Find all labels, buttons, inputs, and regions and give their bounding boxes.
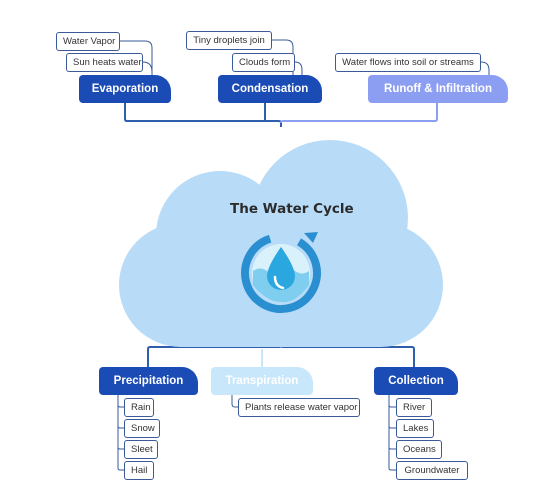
connector-flows-into-soil bbox=[480, 61, 490, 75]
detail-tiny-droplets-join[interactable]: Tiny droplets join bbox=[186, 31, 272, 50]
detail-river[interactable]: River bbox=[396, 398, 432, 417]
detail-clouds-form[interactable]: Clouds form bbox=[232, 53, 295, 72]
connector-water-vapor bbox=[120, 40, 153, 72]
topic-evaporation[interactable]: Evaporation bbox=[79, 75, 171, 103]
connector-runoff bbox=[280, 101, 438, 124]
topic-collection[interactable]: Collection bbox=[374, 367, 458, 395]
cloud-shape bbox=[119, 140, 443, 347]
connector-sun-heats-water bbox=[142, 61, 153, 75]
topic-condensation[interactable]: Condensation bbox=[218, 75, 322, 103]
detail-hail[interactable]: Hail bbox=[124, 461, 154, 480]
connector-plants bbox=[231, 394, 238, 408]
diagram-title: The Water Cycle bbox=[230, 201, 354, 217]
detail-plants-release-water-vapor[interactable]: Plants release water vapor bbox=[238, 398, 360, 417]
detail-water-flows-into-soil[interactable]: Water flows into soil or streams bbox=[335, 53, 481, 72]
detail-oceans[interactable]: Oceans bbox=[396, 440, 442, 459]
topic-runoff-infiltration[interactable]: Runoff & Infiltration bbox=[368, 75, 508, 103]
detail-sleet[interactable]: Sleet bbox=[124, 440, 158, 459]
detail-rain[interactable]: Rain bbox=[124, 398, 154, 417]
connector-evaporation bbox=[124, 101, 282, 127]
connector-precip-items bbox=[117, 394, 124, 471]
detail-sun-heats-water[interactable]: Sun heats water bbox=[66, 53, 143, 72]
water-drop-cycle-icon bbox=[241, 232, 321, 313]
connector-clouds-form bbox=[294, 61, 303, 75]
detail-water-vapor[interactable]: Water Vapor bbox=[56, 32, 120, 51]
connector-tiny-droplets bbox=[272, 39, 294, 75]
connector-collection bbox=[280, 344, 415, 367]
detail-snow[interactable]: Snow bbox=[124, 419, 160, 438]
detail-lakes[interactable]: Lakes bbox=[396, 419, 434, 438]
topic-transpiration[interactable]: Transpiration bbox=[211, 367, 313, 395]
detail-groundwater[interactable]: Groundwater bbox=[396, 461, 468, 480]
topic-precipitation[interactable]: Precipitation bbox=[99, 367, 198, 395]
connector-collection-items bbox=[388, 394, 396, 471]
